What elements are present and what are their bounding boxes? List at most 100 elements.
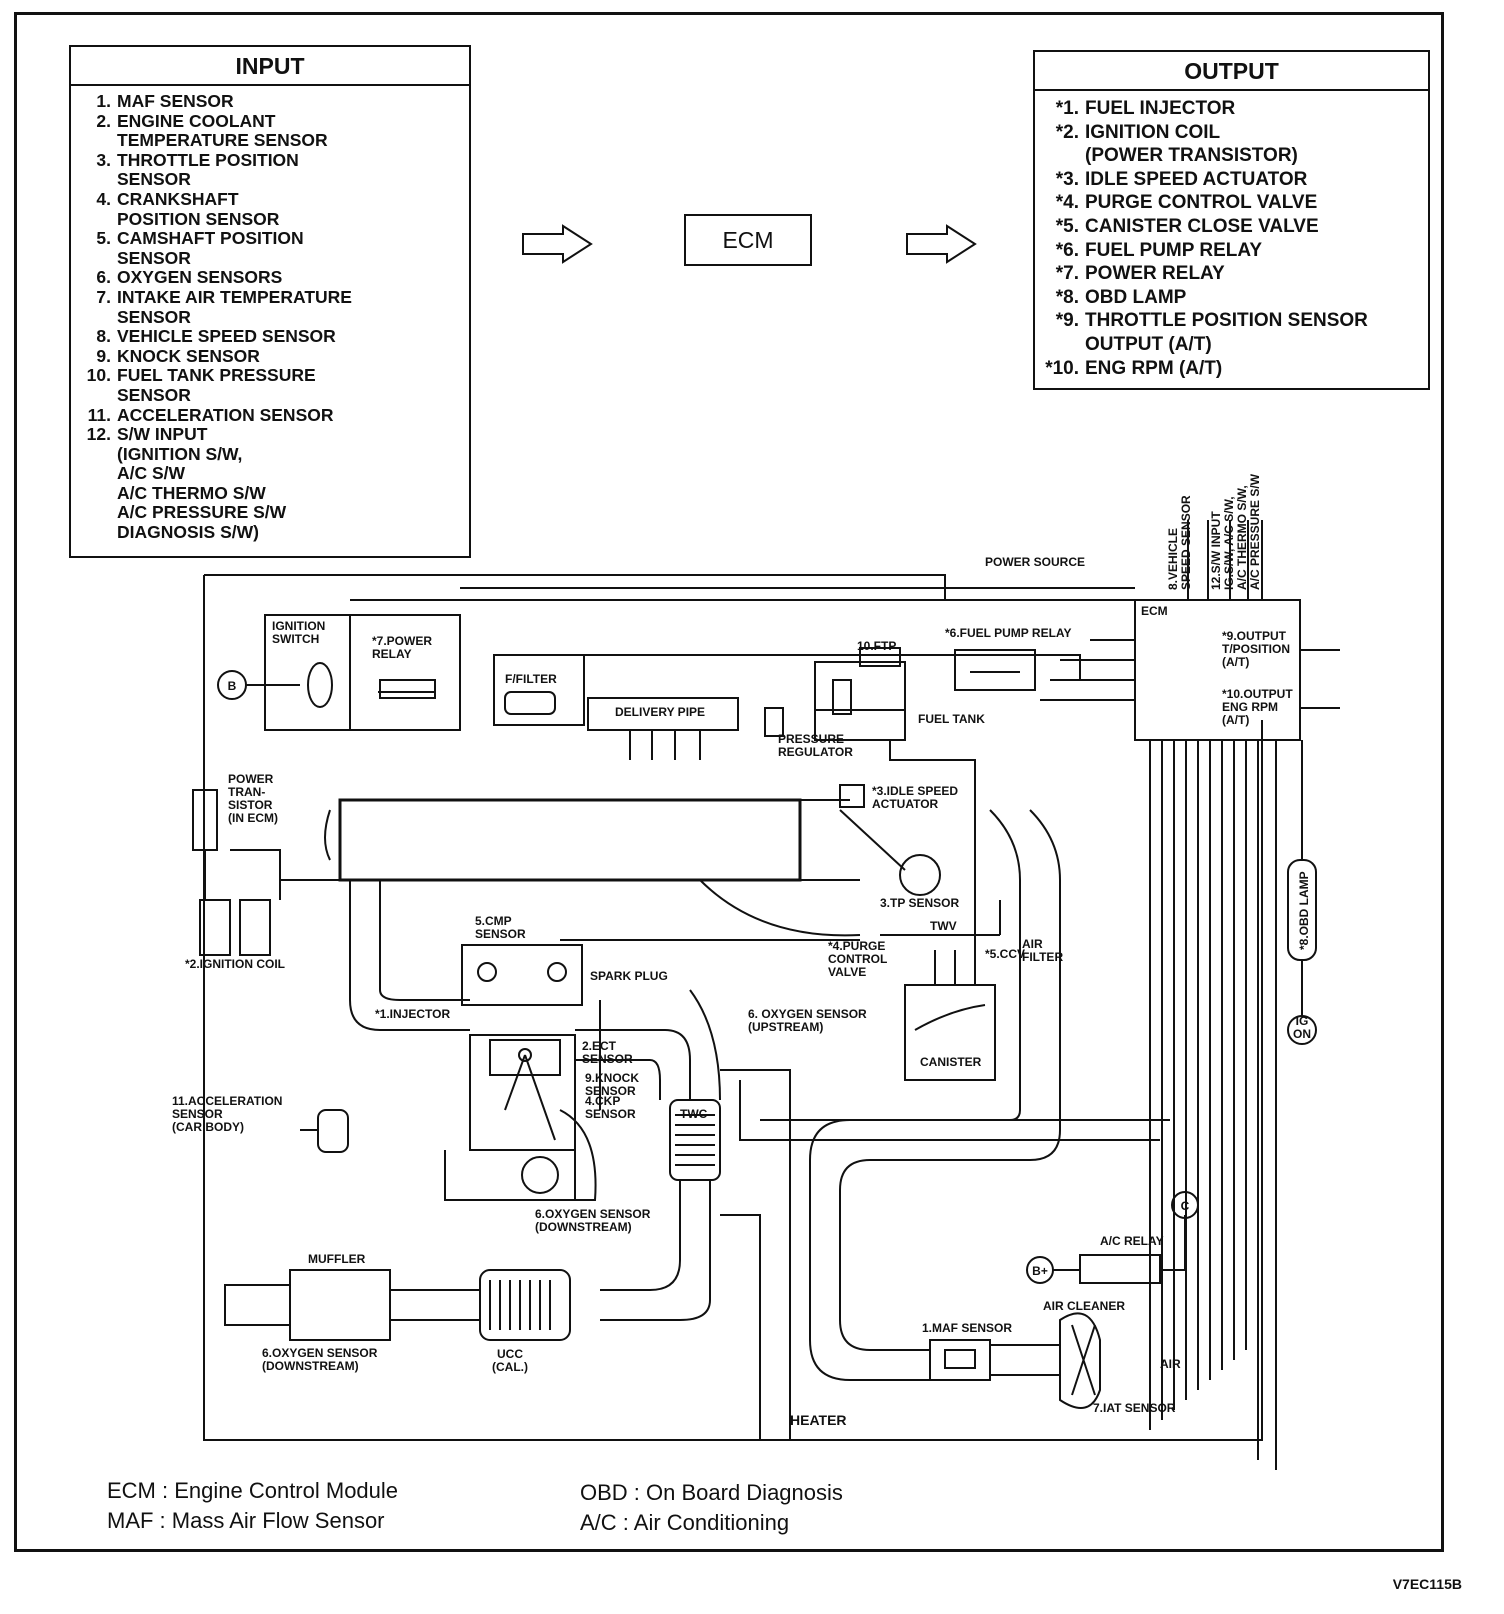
label-ftp: 10.FTP bbox=[857, 639, 896, 653]
label-line: 6. OXYGEN SENSOR bbox=[748, 1007, 867, 1021]
input-item-number: 4. bbox=[96, 188, 111, 209]
input-item-number: 10. bbox=[86, 365, 111, 386]
output-item-number: *7. bbox=[1055, 263, 1079, 285]
output-item-line: OUTPUT (A/T) bbox=[1085, 333, 1212, 355]
label-line: (UPSTREAM) bbox=[748, 1020, 823, 1034]
label-line: A/C PRESSURE S/W bbox=[1248, 473, 1262, 590]
label-line: SISTOR bbox=[228, 798, 273, 812]
label-line: 10.FTP bbox=[857, 639, 896, 653]
label-line: *4.PURGE bbox=[828, 939, 885, 953]
label-muffler: MUFFLER bbox=[308, 1252, 366, 1266]
input-item-number: 2. bbox=[96, 110, 111, 131]
label-line: FILTER bbox=[1022, 950, 1063, 964]
label-line: VALVE bbox=[828, 965, 866, 979]
input-item-line: S/W INPUT bbox=[117, 424, 208, 445]
label-bplus: B+ bbox=[1032, 1264, 1048, 1278]
input-item: 1.MAF SENSOR bbox=[71, 91, 469, 112]
input-item-line: DIAGNOSIS S/W) bbox=[117, 522, 259, 543]
label-line: IG bbox=[1296, 1014, 1309, 1028]
label-line: *7.POWER bbox=[372, 634, 432, 648]
label-line: TWC bbox=[680, 1107, 708, 1121]
input-item: 11.ACCELERATION SENSOR bbox=[71, 404, 469, 426]
ignition-coil-1 bbox=[199, 899, 231, 956]
label-line: *8.OBD LAMP bbox=[1297, 871, 1311, 950]
label-oxygen-up: 6. OXYGEN SENSOR(UPSTREAM) bbox=[748, 1007, 867, 1034]
output-item-line: POWER RELAY bbox=[1085, 263, 1225, 285]
input-item-line: INTAKE AIR TEMPERATURE bbox=[117, 286, 352, 307]
input-item-number: 11. bbox=[87, 404, 111, 425]
label-vehicle-speed: 8.VEHICLESPEED SENSOR bbox=[1166, 495, 1193, 590]
label-line: (A/T) bbox=[1222, 655, 1249, 669]
label-ignition-coil: *2.IGNITION COIL bbox=[185, 957, 285, 971]
output-item: *10.ENG RPM (A/T) bbox=[1035, 357, 1428, 381]
label-line: (DOWNSTREAM) bbox=[262, 1359, 359, 1373]
output-item-text: IGNITION COIL(POWER TRANSISTOR) bbox=[1085, 121, 1298, 168]
output-item-line: THROTTLE POSITION SENSOR bbox=[1085, 310, 1368, 332]
label-line: *9.OUTPUT bbox=[1222, 629, 1287, 643]
output-item-line: FUEL INJECTOR bbox=[1085, 98, 1236, 119]
label-line: RELAY bbox=[372, 647, 412, 661]
label-line: 5.CMP bbox=[475, 914, 512, 928]
label-line: *5.CCV bbox=[985, 947, 1025, 961]
label-line: F/FILTER bbox=[505, 672, 557, 686]
label-line: SENSOR bbox=[582, 1052, 633, 1066]
label-ac-relay: A/C RELAY bbox=[1100, 1234, 1164, 1248]
output-item-number: *3. bbox=[1055, 168, 1079, 190]
label-line: A/C RELAY bbox=[1100, 1234, 1164, 1248]
label-line: IG.S/W, A/C S/W, bbox=[1222, 496, 1236, 590]
input-item-number: 9. bbox=[96, 345, 111, 366]
label-line: (IN ECM) bbox=[228, 811, 278, 825]
label-line: 4.CKP bbox=[585, 1094, 620, 1108]
label-oxygen-down: 6.OXYGEN SENSOR(DOWNSTREAM) bbox=[535, 1207, 651, 1234]
input-item-number: 6. bbox=[96, 267, 111, 288]
output-list: *1.FUEL INJECTOR*2.IGNITION COIL(POWER T… bbox=[1035, 91, 1428, 380]
label-ecm: ECM bbox=[1141, 604, 1168, 618]
output-title: OUTPUT bbox=[1035, 52, 1428, 91]
output-item-text: ENG RPM (A/T) bbox=[1085, 357, 1222, 381]
output-item-number: *5. bbox=[1055, 215, 1079, 237]
output-item: *2. IGNITION COIL(POWER TRANSISTOR) bbox=[1035, 121, 1428, 168]
input-item-number: 5. bbox=[96, 228, 111, 249]
arrow-right-icon bbox=[522, 224, 593, 264]
output-item-line: OBD LAMP bbox=[1085, 286, 1187, 308]
label-injector: *1.INJECTOR bbox=[375, 1007, 450, 1021]
label-sw-input: 12.S/W INPUTIG.S/W, A/C S/W,A/C THERMO S… bbox=[1209, 473, 1262, 590]
input-item-text: VEHICLE SPEED SENSOR bbox=[117, 327, 336, 347]
input-item-line: A/C PRESSURE S/W bbox=[117, 502, 287, 523]
label-line: SENSOR bbox=[172, 1107, 223, 1121]
output-item-number: *2. bbox=[1055, 121, 1079, 143]
label-line: 1.MAF SENSOR bbox=[922, 1321, 1012, 1335]
input-item-text: KNOCK SENSOR bbox=[117, 346, 260, 367]
idle-speed-actuator bbox=[839, 784, 865, 808]
label-power-source: POWER SOURCE bbox=[985, 555, 1085, 569]
label-line: ACTUATOR bbox=[872, 797, 939, 811]
label-line: 6.OXYGEN SENSOR bbox=[535, 1207, 651, 1221]
muffler bbox=[289, 1269, 391, 1341]
maf-sensor bbox=[929, 1339, 991, 1381]
label-line: A/C THERMO S/W, bbox=[1235, 485, 1249, 590]
label-oxygen-down2: 6.OXYGEN SENSOR(DOWNSTREAM) bbox=[262, 1346, 378, 1373]
input-item-text: OXYGEN SENSORS bbox=[117, 268, 282, 288]
label-maf-sensor: 1.MAF SENSOR bbox=[922, 1321, 1012, 1335]
output-item-text: POWER RELAY bbox=[1085, 262, 1225, 286]
figure-code: V7EC115B bbox=[1392, 1576, 1462, 1592]
input-item-number: 1. bbox=[96, 91, 111, 111]
label-line: ENG RPM bbox=[1222, 700, 1278, 714]
label-line: REGULATOR bbox=[778, 745, 853, 759]
legend-right: OBD : On Board Diagnosis A/C : Air Condi… bbox=[580, 1478, 843, 1538]
input-item-line: SENSOR bbox=[117, 169, 191, 190]
label-spark-plug: SPARK PLUG bbox=[590, 969, 668, 983]
label-air: AIR bbox=[1160, 1357, 1181, 1371]
label-line: SWITCH bbox=[272, 632, 319, 646]
label-fuel-tank: FUEL TANK bbox=[918, 712, 985, 726]
legend-ecm: ECM : Engine Control Module bbox=[107, 1478, 399, 1503]
label-obd-lamp: *8.OBD LAMP bbox=[1297, 871, 1311, 950]
label-heater: HEATER bbox=[790, 1412, 847, 1428]
output-item-number: *6. bbox=[1055, 239, 1079, 261]
input-item-line: VEHICLE SPEED SENSOR bbox=[117, 326, 336, 347]
label-line: AIR bbox=[1160, 1357, 1181, 1371]
input-item: 9. KNOCK SENSOR bbox=[71, 345, 469, 367]
